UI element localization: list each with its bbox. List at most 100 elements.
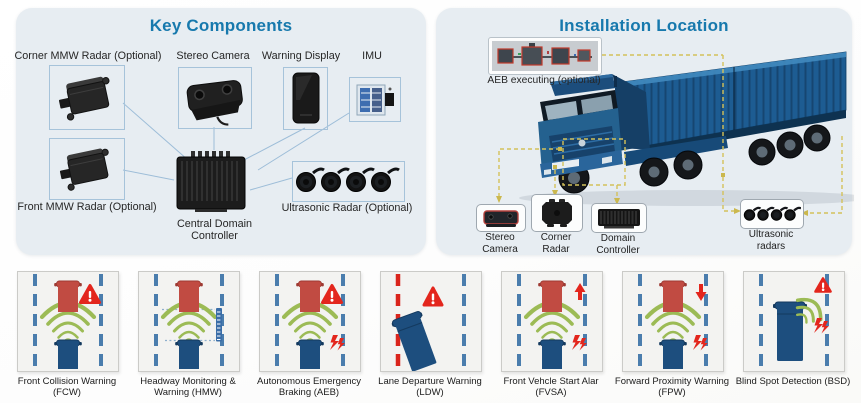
feature-label-hmw: Headway Monitoring & Warning (HMW) <box>126 376 250 398</box>
aeb-card-graphic <box>259 271 361 372</box>
central-domain-controller-label: Central Domain Controller <box>176 218 252 243</box>
lane-markings <box>275 274 345 369</box>
feature-abbr: (LDW) <box>416 387 444 399</box>
warning-triangle-icon <box>79 284 101 304</box>
fvsa-card-graphic <box>501 271 603 372</box>
aeb-executing-inset <box>488 37 602 75</box>
domain-controller-icon <box>176 151 246 212</box>
mmw-radar-icon <box>58 76 110 121</box>
mount-corner-radar-box <box>531 194 583 232</box>
stereo-camera-box <box>178 67 252 129</box>
mount-corner-radar-label: Corner Radar <box>540 232 572 255</box>
feature-card-ldw: Lane Departure Warning (LDW) <box>378 271 482 398</box>
warning-triangle-icon <box>814 277 832 293</box>
feature-card-hmw: Headway Monitoring & Warning (HMW) <box>138 271 240 398</box>
imu-box <box>349 77 401 122</box>
key-components-title: Key Components <box>149 16 293 35</box>
mount-domain-controller-label: Domain Controller <box>596 233 640 256</box>
feature-name: Lane Departure Warning <box>378 376 482 387</box>
lead-vehicle <box>296 280 324 312</box>
lead-vehicle <box>659 280 687 312</box>
front-mmw-radar-box <box>49 138 125 200</box>
features-row: Front Collision Warning (FCW) <box>17 271 850 398</box>
feature-card-fvsa: Front Vehcle Start Alar (FVSA) <box>501 271 603 398</box>
feature-label-fvsa: Front Vehcle Start Alar (FVSA) <box>489 376 613 398</box>
radar-waves-icon <box>795 297 823 324</box>
feature-name: Forward Proximity Warning <box>614 376 730 387</box>
ego-vehicle <box>54 339 82 369</box>
hmw-card-graphic <box>138 271 240 372</box>
fcw-card-graphic <box>17 271 119 372</box>
fpw-card-graphic <box>622 271 724 372</box>
mount-stereo-camera-box <box>476 204 526 232</box>
domain-controller-icon <box>598 209 640 229</box>
lane-markings <box>517 274 587 369</box>
stereo-camera-label: Stereo Camera <box>176 50 250 62</box>
ego-vehicle <box>175 339 203 369</box>
feature-abbr: (FCW) <box>53 387 81 399</box>
feature-label-ldw: Lane Departure Warning (LDW) <box>368 376 492 398</box>
mount-ultrasonic-radars-label: Ultrasonic radars <box>748 229 794 252</box>
ego-vehicle <box>296 339 324 369</box>
lane-markings <box>638 274 708 369</box>
mmw-radar-icon <box>59 148 109 191</box>
approach-down-arrow-icon <box>695 284 707 301</box>
ultrasonic-radar-label: Ultrasonic Radar (Optional) <box>281 202 413 214</box>
ultrasonic-radar-box <box>292 161 405 202</box>
corner-mmw-radar-box <box>49 65 125 130</box>
feature-abbr: (FPW) <box>658 387 686 399</box>
feature-label-fpw: Forward Proximity Warning (FPW) <box>610 376 734 398</box>
bsd-card-graphic <box>743 271 845 372</box>
feature-name: Blind Spot Detection <box>735 376 822 387</box>
feature-abbr: (FVSA) <box>535 387 567 399</box>
feature-abbr: (HMW) <box>191 387 222 399</box>
feature-card-fcw: Front Collision Warning (FCW) <box>17 271 119 398</box>
headway-ruler-icon <box>216 308 222 342</box>
key-components-panel: Key Components Corner MMW Radar (Optiona… <box>14 8 426 255</box>
feature-name: Autonomous Emergency Braking <box>256 376 362 399</box>
installation-location-title: Installation Location <box>559 16 729 35</box>
feature-card-aeb: Autonomous Emergency Braking (AEB) <box>257 271 361 398</box>
alert-zap-icon <box>814 318 829 334</box>
feature-label-fcw: Front Collision Warning (FCW) <box>5 376 129 398</box>
corner-radar-icon <box>542 199 572 227</box>
feature-card-fpw: Forward Proximity Warning (FPW) <box>615 271 729 398</box>
ultrasonic-radar-icon <box>743 206 801 221</box>
feature-label-bsd: Blind Spot Detection (BSD) <box>731 376 855 387</box>
warning-triangle-icon <box>422 286 444 307</box>
lead-vehicle <box>538 280 566 312</box>
aeb-actuator-photo-icon <box>492 41 598 71</box>
ego-vehicle <box>538 339 566 369</box>
start-up-arrow-icon <box>574 283 586 300</box>
alert-zap-icon <box>572 335 587 351</box>
feature-name: Front Vehcle Start Alar <box>503 376 599 387</box>
feature-name: Headway Monitoring & Warning <box>140 376 236 399</box>
lead-vehicle <box>54 280 82 312</box>
feature-label-aeb: Autonomous Emergency Braking (AEB) <box>247 376 371 398</box>
imu-label: IMU <box>362 50 382 62</box>
installation-location-panel: Installation Location <box>436 8 854 256</box>
front-mmw-radar-label: Front MMW Radar (Optional) <box>17 201 157 213</box>
lane-markings <box>33 274 103 369</box>
warning-display-label: Warning Display <box>261 50 341 62</box>
feature-card-bsd: Blind Spot Detection (BSD) <box>736 271 850 398</box>
imu-icon <box>356 84 394 115</box>
ego-truck <box>773 301 807 361</box>
lead-vehicle <box>175 280 203 312</box>
mount-domain-controller-box <box>591 203 647 233</box>
warning-display-box <box>283 67 328 130</box>
feature-abbr: (AEB) <box>313 387 340 399</box>
aeb-inset-label: AEB executing (optional) <box>487 75 601 86</box>
mount-ultrasonic-radars-box <box>740 199 804 229</box>
alert-zap-icon <box>330 335 345 351</box>
warning-triangle-icon <box>321 284 343 304</box>
stereo-camera-icon <box>186 79 243 126</box>
ldw-card-graphic <box>380 271 482 372</box>
ego-vehicle <box>659 339 687 369</box>
stereo-camera-icon <box>483 210 519 227</box>
feature-name: Front Collision Warning <box>17 376 117 387</box>
corner-mmw-radar-label: Corner MMW Radar (Optional) <box>14 50 162 62</box>
alert-zap-icon <box>693 335 708 351</box>
warning-display-icon <box>292 72 319 124</box>
